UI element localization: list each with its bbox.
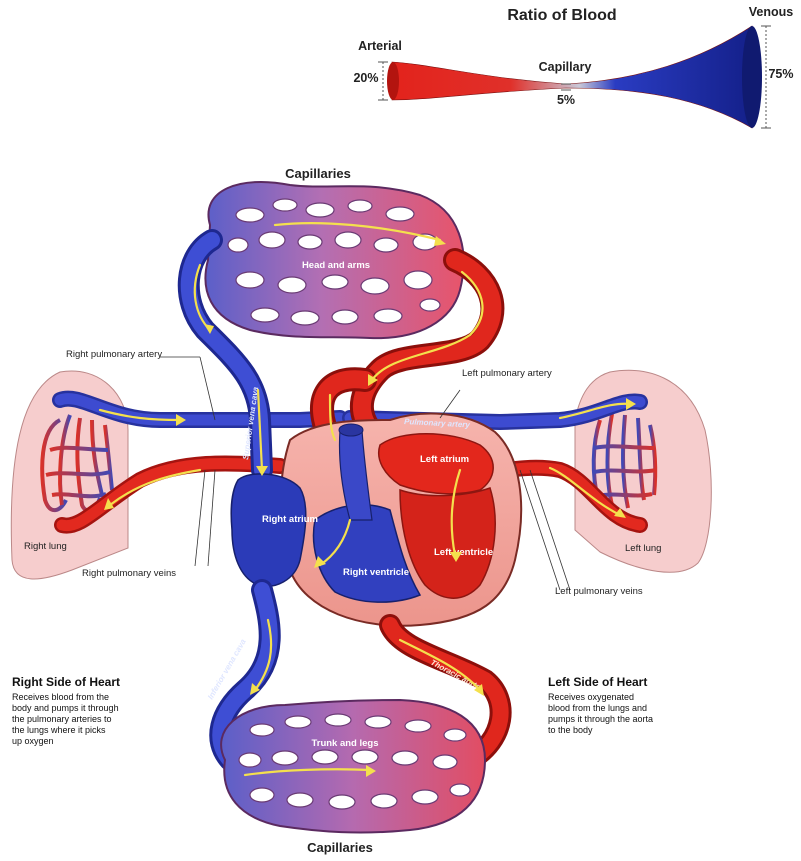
right-side-line: Receives blood from the xyxy=(12,692,109,702)
capillaries-head-arms: Head and arms Capillaries xyxy=(205,166,463,338)
capillary-label: Capillary xyxy=(539,60,592,74)
right-atrium-label: Right atrium xyxy=(262,514,318,525)
capillary-percent: 5% xyxy=(557,93,575,107)
right-side-title: Right Side of Heart xyxy=(12,675,120,689)
left-side-description: Left Side of Heart Receives oxygenated b… xyxy=(548,675,653,735)
left-side-line: pumps it through the aorta xyxy=(548,714,653,724)
left-atrium-label: Left atrium xyxy=(420,454,469,465)
heart: Right atrium Right ventricle Left atrium… xyxy=(231,414,521,626)
ratio-title: Ratio of Blood xyxy=(507,7,616,24)
pulmonary-valve xyxy=(339,424,363,436)
capillaries-bottom-label: Capillaries xyxy=(307,840,373,855)
venous-label: Venous xyxy=(749,5,794,19)
blood-ratio-tube xyxy=(392,26,752,128)
arterial-percent: 20% xyxy=(353,71,378,85)
right-side-line: body and pumps it through xyxy=(12,703,119,713)
capillaries-trunk-legs: Trunk and legs Capillaries xyxy=(221,700,485,855)
right-ventricle-label: Right ventricle xyxy=(343,567,409,578)
right-side-line: up oxygen xyxy=(12,736,54,746)
right-side-line: the pulmonary arteries to xyxy=(12,714,112,724)
left-pulmonary-artery-label: Left pulmonary artery xyxy=(462,368,552,379)
left-lung-label: Left lung xyxy=(625,543,661,554)
venous-opening xyxy=(742,26,762,128)
head-arms-label: Head and arms xyxy=(302,260,370,271)
ratio-of-blood: Ratio of Blood Arterial Capillary Venous… xyxy=(353,5,793,128)
capillaries-top-label: Capillaries xyxy=(285,166,351,181)
right-side-description: Right Side of Heart Receives blood from … xyxy=(12,675,120,746)
right-pulmonary-veins-label: Right pulmonary veins xyxy=(82,568,176,579)
left-side-line: Receives oxygenated xyxy=(548,692,634,702)
left-side-title: Left Side of Heart xyxy=(548,675,647,689)
venous-percent: 75% xyxy=(768,67,793,81)
left-ventricle-label: Left ventricle xyxy=(434,547,493,558)
left-pulmonary-veins-label: Left pulmonary veins xyxy=(555,586,643,597)
right-atrium xyxy=(231,474,306,586)
left-side-line: blood from the lungs and xyxy=(548,703,647,713)
right-side-line: the lungs where it picks xyxy=(12,725,106,735)
trunk-legs-label: Trunk and legs xyxy=(311,738,378,749)
arterial-label: Arterial xyxy=(358,39,402,53)
right-pulmonary-artery-label: Right pulmonary artery xyxy=(66,349,162,360)
right-lung-label: Right lung xyxy=(24,541,67,552)
arterial-opening xyxy=(387,62,399,100)
left-side-line: to the body xyxy=(548,725,593,735)
